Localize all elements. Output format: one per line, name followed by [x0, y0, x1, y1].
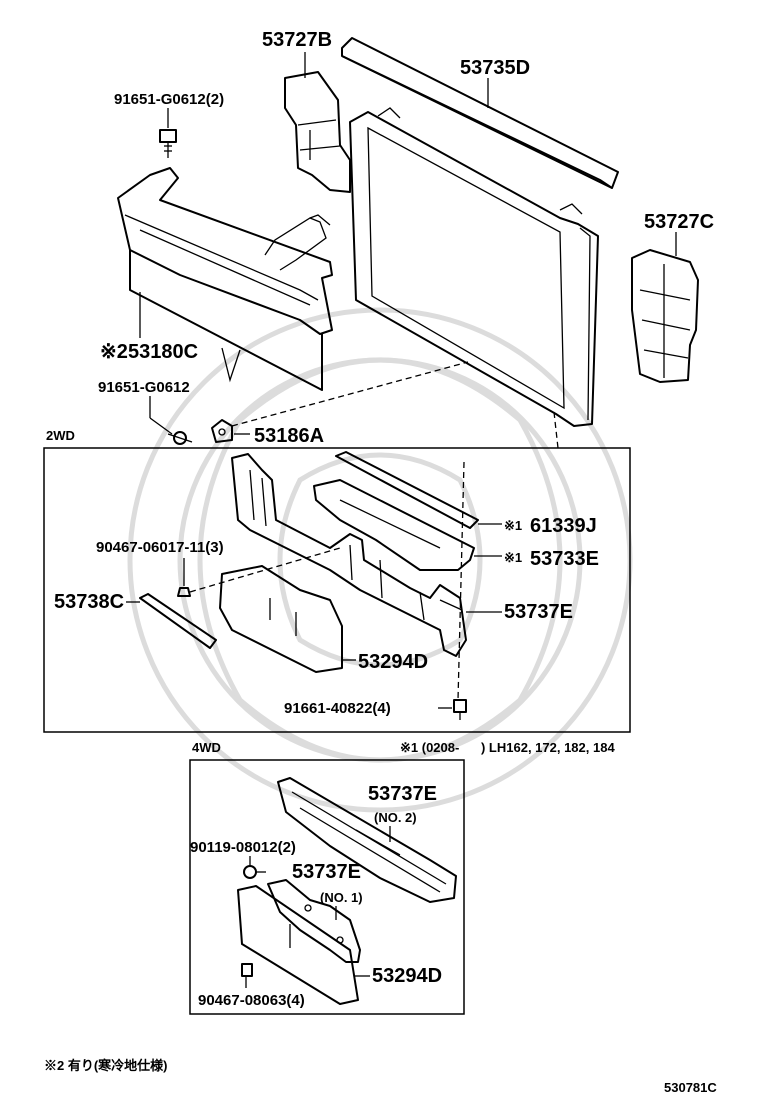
label-no2: (NO. 2) [374, 810, 417, 825]
label-90467-08063: 90467-08063(4) [198, 992, 305, 1009]
section-box-2wd [43, 447, 631, 733]
bracket-53186a[interactable] [211, 419, 233, 443]
label-90467-06017: 90467-06017-11(3) [96, 539, 224, 556]
label-53180c-mark: ※2 [100, 341, 128, 363]
under-cover-53737e-no2[interactable] [277, 777, 457, 903]
radiator[interactable] [349, 107, 599, 427]
leader-91651-b [149, 417, 173, 435]
label-91651-g0612-2: 91651-G0612(2) [114, 91, 224, 108]
shroud-53180c[interactable] [117, 167, 333, 391]
seal-bar-53735d[interactable] [341, 37, 619, 189]
label-section-2wd: 2WD [46, 428, 75, 443]
bolt-91651-lower[interactable] [167, 431, 193, 445]
bolt-90119[interactable] [243, 865, 266, 879]
dash-line-3 [457, 461, 465, 701]
label-53294d-2wd: 53294D [358, 651, 428, 673]
label-53737e-no1: 53737E [292, 861, 361, 883]
label-53738c: 53738C [54, 591, 124, 613]
footnote: ※2 有り(寒冷地仕様) [44, 1058, 168, 1073]
label-53180c: 53180C [128, 341, 198, 363]
dash-line-2 [553, 411, 559, 449]
seal-53727b[interactable] [284, 71, 351, 193]
label-91651-g0612: 91651-G0612 [98, 379, 190, 396]
panel-53294d-2wd[interactable] [219, 565, 343, 673]
label-53186a: 53186A [254, 425, 324, 447]
section-box-4wd [189, 759, 465, 1015]
label-53737e-no2: 53737E [368, 783, 437, 805]
label-53733e-mark: ※1 [504, 550, 522, 565]
bolt-91661[interactable] [453, 699, 467, 720]
clip-90467-06017[interactable] [177, 587, 191, 597]
label-53727c: 53727C [644, 211, 714, 233]
under-cover-53737e-2wd[interactable] [231, 453, 467, 657]
clip-90467-08063[interactable] [241, 963, 253, 977]
label-61339j: 61339J [530, 515, 597, 537]
panel-53294d-4wd[interactable] [237, 885, 359, 1005]
protector-53733e[interactable] [313, 479, 475, 571]
label-53733e: 53733E [530, 548, 599, 570]
label-note-1: ※1 (0208- ) LH162, 172, 182, 184 [400, 740, 615, 755]
label-53727b: 53727B [262, 29, 332, 51]
label-90119-08012: 90119-08012(2) [190, 839, 296, 856]
strip-61339j[interactable] [335, 451, 479, 529]
label-53735d: 53735D [460, 57, 530, 79]
bolt-91651-upper[interactable] [159, 129, 177, 158]
label-61339j-mark: ※1 [504, 518, 522, 533]
label-53737e-2wd: 53737E [504, 601, 573, 623]
diagram-code: 530781C [664, 1080, 717, 1095]
label-no1: (NO. 1) [320, 890, 363, 905]
label-section-4wd: 4WD [192, 740, 221, 755]
dash-line-4 [189, 547, 341, 593]
dash-line-1 [231, 361, 469, 427]
label-53294d-4wd: 53294D [372, 965, 442, 987]
seal-53727c[interactable] [631, 249, 699, 383]
label-91661-40822: 91661-40822(4) [284, 700, 391, 717]
strip-53738c[interactable] [139, 593, 217, 649]
